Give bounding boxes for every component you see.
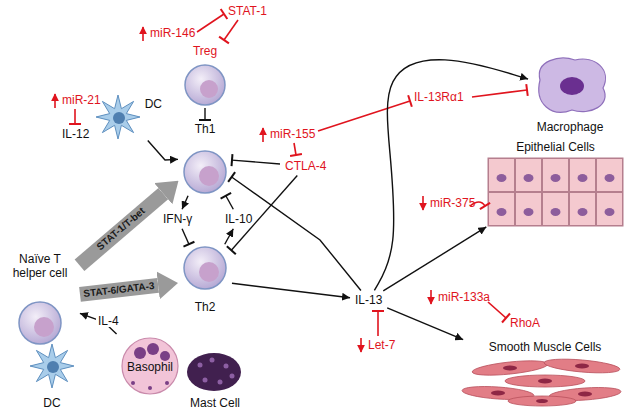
macrophage-cell	[539, 58, 606, 112]
macrophage-cell: Macrophage	[530, 50, 610, 134]
activation-arrow	[374, 60, 528, 291]
node-label: Macrophage	[537, 120, 604, 134]
regulation-marks	[55, 14, 527, 352]
inhibition-line	[232, 177, 361, 290]
molecule-label: CTLA-4	[282, 158, 329, 174]
node-label: Smooth Muscle Cells	[489, 340, 602, 354]
node-label: IL-10	[225, 212, 252, 226]
activation-arrow	[148, 140, 178, 160]
mast-cell	[187, 353, 241, 391]
mast-cell: Mast Cell	[185, 350, 245, 410]
node-label: Naïve T helper cell	[4, 252, 76, 280]
dendritic-cell: DC	[92, 95, 162, 139]
node-label: IFN-γ	[163, 212, 192, 226]
node-label: Th1	[195, 122, 216, 136]
node-label: Epithelial Cells	[516, 140, 595, 154]
naive-t-cell: Naïve T helper cell	[2, 252, 78, 346]
node-label: CTLA-4	[285, 159, 326, 173]
activation-arrow	[383, 227, 486, 291]
node-label: Th2	[195, 300, 216, 314]
regulator-label: miR-375	[430, 196, 475, 210]
epithelial-layer	[488, 158, 623, 226]
th1-cell: Th1	[180, 122, 230, 194]
th2-cell: Th2	[180, 246, 230, 314]
cytokine-label: IFN-γ	[160, 211, 195, 227]
activation-arrow	[387, 308, 463, 340]
regulator-label: RhoA	[510, 316, 540, 330]
regulator-label: STAT-1	[228, 4, 267, 18]
basophil-cell: Basophil	[118, 335, 182, 397]
smooth-muscle-cells: Smooth Muscle Cells	[465, 340, 625, 408]
node-label: DC	[145, 97, 162, 111]
dendritic-cell	[30, 344, 74, 388]
regulator-label: miR-133a	[438, 290, 490, 304]
inhibition-line	[232, 160, 280, 164]
regulator-label: Let-7	[368, 338, 395, 352]
regulator-label: miR-155	[270, 127, 315, 141]
differentiation-arrow	[80, 194, 164, 266]
regulator-label: miR-21	[62, 93, 101, 107]
node-label: Basophil	[127, 360, 173, 374]
cytokine-label: IL-13	[352, 292, 385, 308]
activation-arrow	[225, 229, 234, 244]
basophil-cell	[122, 338, 178, 394]
dendritic-cell	[96, 95, 140, 139]
epithelial-cells: Epithelial Cells	[488, 140, 623, 228]
inhibition-line	[182, 229, 189, 244]
inhibition-line	[226, 196, 233, 209]
edge-label: IL-4	[96, 315, 121, 327]
regulator-label: miR-146	[150, 26, 195, 40]
node-label: Treg	[193, 44, 217, 58]
node-label: IL-13	[355, 293, 382, 307]
dendritic-cell: DC	[28, 340, 76, 410]
inhibition-line	[204, 108, 205, 120]
edge-label: STAT-1/T-bet	[93, 204, 149, 254]
activation-arrow	[232, 283, 350, 297]
cytokine-label: IL-10	[222, 211, 255, 227]
node-label: Mast Cell	[190, 396, 240, 410]
smooth-muscle	[462, 357, 622, 406]
treg-cell: Treg	[180, 44, 230, 106]
activation-arrow	[182, 196, 188, 209]
regulator-label: IL-12	[62, 127, 89, 141]
t-cell	[19, 65, 226, 344]
node-label: DC	[43, 396, 60, 410]
regulator-label: IL-13Rα1	[414, 90, 464, 104]
